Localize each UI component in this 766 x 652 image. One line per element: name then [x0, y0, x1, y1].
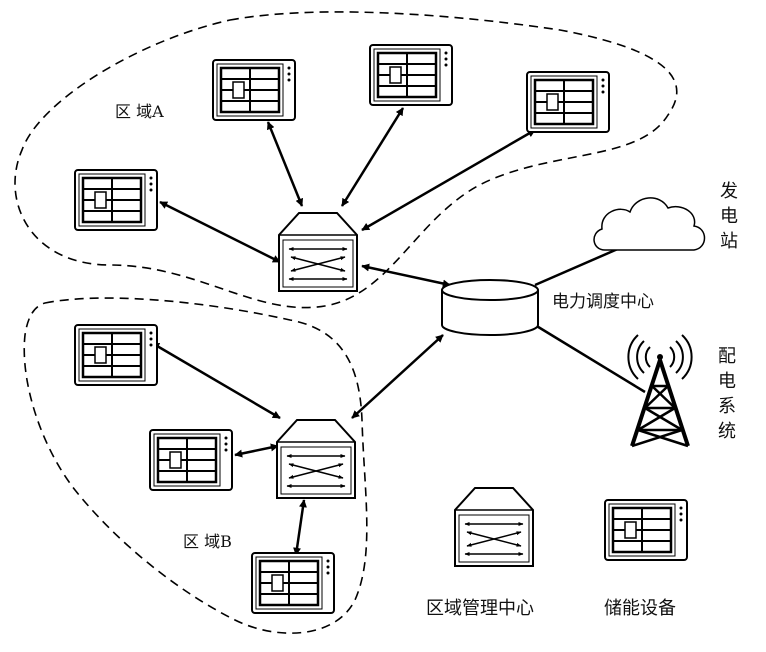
- distribution-system-label-char: 统: [718, 421, 736, 442]
- distribution-tower-icon: [627, 334, 693, 448]
- link-dispatch-distribution: [534, 323, 646, 394]
- link-hub-a-dispatch: [361, 263, 451, 288]
- energy-storage-device-icon: [148, 428, 234, 492]
- power-station-label-char: 站: [720, 231, 738, 252]
- distribution-system-label-char: 配: [718, 346, 736, 367]
- energy-storage-device-icon: [525, 70, 611, 134]
- link-hub-b-device-2: [234, 443, 279, 458]
- regional-management-center-icon: [279, 213, 357, 291]
- region-b-boundary: [23, 297, 368, 634]
- power-station-label-char: 发: [720, 181, 738, 202]
- distribution-system-label-char: 电: [718, 371, 736, 392]
- link-hub-b-device-1: [151, 341, 281, 420]
- regional-management-center-icon: [277, 420, 355, 498]
- region-a-boundary: [14, 11, 678, 309]
- legend-management-center-label: 区域管理中心: [426, 598, 534, 619]
- dispatch-center-cylinder-icon: [441, 279, 539, 336]
- link-hub-b-dispatch: [351, 334, 444, 419]
- link-hub-b-device-3: [293, 499, 307, 556]
- energy-storage-device-icon: [73, 323, 159, 387]
- region-b-label: 区 域B: [183, 532, 232, 551]
- link-dispatch-power-station: [534, 246, 621, 287]
- power-station-cloud-icon: [593, 197, 706, 251]
- energy-storage-device-icon: [250, 551, 336, 615]
- legend-management-center-icon: [455, 488, 533, 566]
- link-hub-a-device-4: [361, 128, 536, 232]
- dispatch-center-label: 电力调度中心: [552, 292, 654, 312]
- energy-storage-device-icon: [73, 168, 159, 232]
- power-station-label: 发 电 站: [720, 181, 738, 252]
- link-hub-a-device-2: [266, 121, 304, 207]
- connections: [151, 107, 536, 556]
- power-station-label-char: 电: [720, 206, 738, 227]
- region-a-label: 区 域A: [115, 102, 164, 121]
- legend-storage-device-icon: [603, 498, 689, 562]
- distribution-system-label: 配 电 系 统: [718, 346, 736, 442]
- distribution-system-label-char: 系: [718, 396, 736, 417]
- link-hub-a-device-1: [159, 200, 281, 264]
- legend-storage-device-label: 储能设备: [604, 598, 676, 619]
- energy-storage-device-icon: [368, 43, 454, 107]
- energy-storage-device-icon: [211, 58, 297, 122]
- link-hub-a-device-3: [340, 107, 405, 207]
